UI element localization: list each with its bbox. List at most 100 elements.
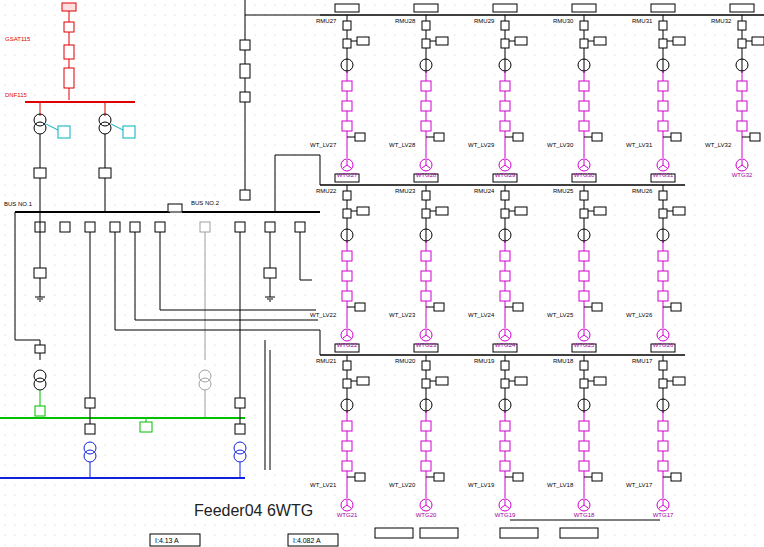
turbine-blade (422, 165, 426, 168)
turbine-blade (659, 165, 663, 168)
transformer-symbol (420, 229, 432, 241)
lv-box (342, 421, 352, 431)
wind-turbine: WTG18 (572, 498, 597, 518)
wind-turbine: WTG25 (572, 328, 597, 348)
breaker-box (110, 222, 120, 232)
turbine-blade (505, 505, 509, 508)
breaker-box (592, 133, 602, 141)
wire (40, 278, 41, 292)
breaker-box (513, 133, 523, 141)
wire (430, 381, 436, 382)
turbine-symbol (419, 498, 433, 512)
breaker-box (659, 209, 667, 218)
turbine-label: WTG19 (493, 512, 518, 518)
lv-box (500, 291, 510, 301)
wire (426, 137, 434, 138)
breaker-box (515, 207, 527, 215)
wire (351, 41, 357, 42)
wire (40, 212, 41, 232)
bus-label: BUS NO.2 (190, 200, 220, 206)
equipment-label: WT_LV25 (546, 312, 574, 318)
wire (584, 307, 592, 308)
turbine-blade (347, 165, 351, 168)
turbine-label: WTG29 (493, 172, 518, 178)
wire (588, 41, 594, 42)
lv-box (579, 121, 589, 131)
wire (240, 232, 241, 398)
lv-box (658, 81, 668, 91)
turbine-label: WTG25 (572, 342, 597, 348)
wire (588, 211, 594, 212)
turbine-label: WTG31 (651, 172, 676, 178)
ground-symbol (37, 299, 43, 300)
breaker-box (64, 68, 74, 88)
turbine-symbol (656, 498, 670, 512)
turbine-blade (347, 160, 348, 165)
equipment-label: WT_LV30 (546, 142, 574, 148)
lv-box (500, 81, 510, 91)
wire (275, 155, 320, 156)
equipment-label: WT_LV24 (467, 312, 495, 318)
breaker-box (659, 191, 667, 200)
lv-box (342, 441, 352, 451)
equipment-label: WT_LV31 (625, 142, 653, 148)
lv-box (421, 291, 431, 301)
turbine-circle (499, 499, 511, 511)
wire (505, 137, 513, 138)
turbine-label: WTG32 (730, 172, 755, 178)
wire (509, 211, 515, 212)
wire (320, 155, 321, 185)
breaker-box (436, 37, 448, 45)
ground-symbol (265, 297, 275, 298)
equipment-label: RMU24 (473, 188, 495, 194)
equipment-label: WT_LV19 (467, 482, 495, 488)
feeder-bus (320, 184, 685, 186)
turbine-label: WTG22 (335, 342, 360, 348)
wire (509, 381, 515, 382)
turbine-blade (659, 335, 663, 338)
breaker-box (130, 222, 140, 232)
equipment-label: WT_LV21 (309, 482, 337, 488)
breaker-box (673, 377, 685, 385)
transformer-symbol (341, 59, 353, 71)
turbine-blade (343, 335, 347, 338)
wire (667, 41, 673, 42)
wire (663, 477, 671, 478)
wire (588, 381, 594, 382)
breaker-box (422, 39, 430, 48)
wire (347, 477, 355, 478)
cyan-annotation (123, 126, 135, 138)
wire (742, 137, 750, 138)
equipment-label: WT_LV29 (467, 142, 495, 148)
breaker-box (64, 45, 74, 59)
turbine-blade (422, 505, 426, 508)
wind-turbine: WTG20 (414, 498, 439, 518)
lv-box (737, 81, 747, 91)
lv-box (421, 461, 431, 471)
bus-bar (25, 101, 135, 103)
turbine-label: WTG18 (572, 512, 597, 518)
turbine-symbol (656, 158, 670, 172)
turbine-circle (578, 329, 590, 341)
equipment-label: RMU18 (552, 358, 574, 364)
equipment-label: WT_LV27 (309, 142, 337, 148)
transformer-symbol (199, 378, 211, 390)
cyan-annotation (58, 126, 70, 138)
turbine-blade (742, 165, 746, 168)
turbine-blade (501, 505, 505, 508)
breaker-box (659, 39, 667, 48)
turbine-label: WTG24 (493, 342, 518, 348)
breaker-box (357, 207, 369, 215)
wind-turbine: WTG28 (414, 158, 439, 178)
wire (205, 232, 206, 290)
wire (135, 320, 318, 321)
turbine-blade (663, 500, 664, 505)
breaker-box (343, 379, 351, 388)
turbine-blade (738, 165, 742, 168)
lv-box (579, 251, 589, 261)
turbine-blade (663, 505, 667, 508)
turbine-label: WTG30 (572, 172, 597, 178)
bus-bar (15, 211, 170, 213)
lv-box (342, 251, 352, 261)
